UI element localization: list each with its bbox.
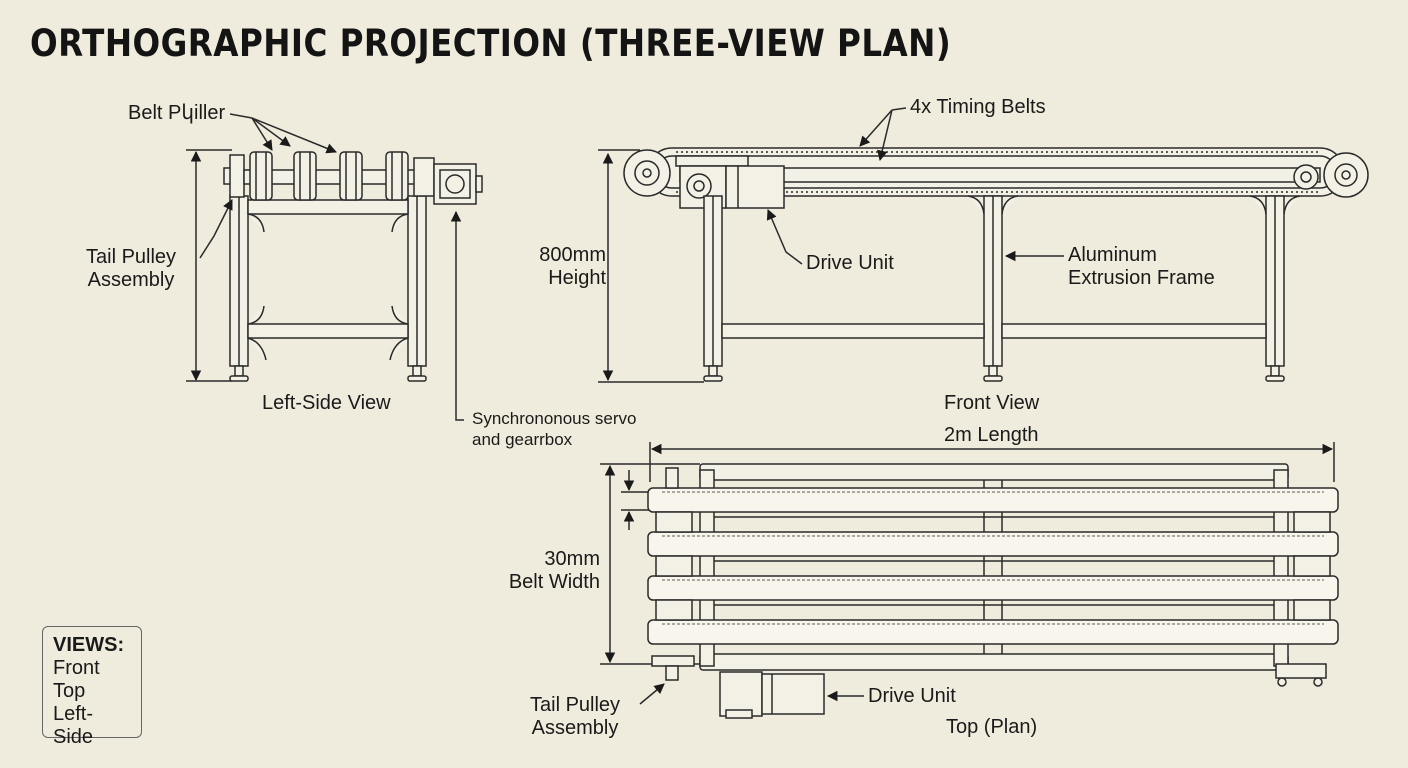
views-legend-item: Left-Side xyxy=(53,703,94,748)
length-label: 2m Length xyxy=(944,424,1039,446)
drive-unit-leader xyxy=(766,209,803,265)
page-title: ORTHOGRAPHIC PROJECTION (THREE-VIEW PLAN… xyxy=(30,22,952,65)
top-shafts xyxy=(651,467,1327,687)
belt-pulleys-label: Belt Pկiller xyxy=(128,102,226,124)
left-height-dimension xyxy=(186,149,232,382)
top-tail-pulley-leader xyxy=(639,683,665,705)
front-height-label: 800mm Height xyxy=(539,244,606,289)
views-legend-item: Top xyxy=(53,680,86,702)
left-belt-pulleys xyxy=(223,151,431,201)
front-frame-legs xyxy=(703,195,1301,367)
left-leveling-feet xyxy=(229,365,427,382)
left-frame-legs xyxy=(229,195,427,367)
left-servo-gearbox xyxy=(413,157,483,205)
belt-pulley-leaders xyxy=(229,113,337,154)
timing-belt-leaders xyxy=(859,107,907,162)
front-drive-unit xyxy=(675,155,785,209)
left-side-view xyxy=(186,113,483,421)
timing-belts-label: 4x Timing Belts xyxy=(910,96,1046,118)
servo-leader xyxy=(450,210,464,421)
front-view xyxy=(598,107,1369,383)
views-legend-heading: VIEWS: xyxy=(53,634,125,656)
top-drive-unit-label: Drive Unit xyxy=(868,685,956,707)
front-view-caption: Front View xyxy=(944,392,1040,414)
views-legend-item: Front xyxy=(53,657,100,679)
front-leveling-feet xyxy=(703,365,1285,382)
left-view-caption: Left-Side View xyxy=(262,392,391,414)
length-dimension xyxy=(649,442,1335,482)
top-view xyxy=(600,442,1339,719)
servo-gearbox-label: Synchrononous servo and gearrbox xyxy=(472,409,637,449)
views-legend: VIEWS: Front Top Left-Side xyxy=(42,626,142,748)
front-lower-rail xyxy=(721,323,1267,339)
left-cross-members xyxy=(247,199,409,361)
top-view-caption: Top (Plan) xyxy=(946,716,1038,738)
front-height-dimension xyxy=(598,149,704,383)
top-drive-unit xyxy=(719,671,825,719)
top-pulley-hubs xyxy=(655,511,1331,621)
top-tail-pulley-label: Tail Pulley Assembly xyxy=(530,694,621,739)
belt-width-label: 30mm Belt Width xyxy=(508,548,600,593)
front-belt xyxy=(647,147,1345,197)
left-tail-pulley-leader xyxy=(199,199,233,259)
front-pulleys xyxy=(623,149,1369,198)
frame-label: Aluminum Extrusion Frame xyxy=(1068,244,1215,289)
top-belts xyxy=(647,487,1339,645)
front-drive-unit-label: Drive Unit xyxy=(806,252,894,274)
left-tail-pulley-label: Tail Pulley Assembly xyxy=(86,246,177,291)
